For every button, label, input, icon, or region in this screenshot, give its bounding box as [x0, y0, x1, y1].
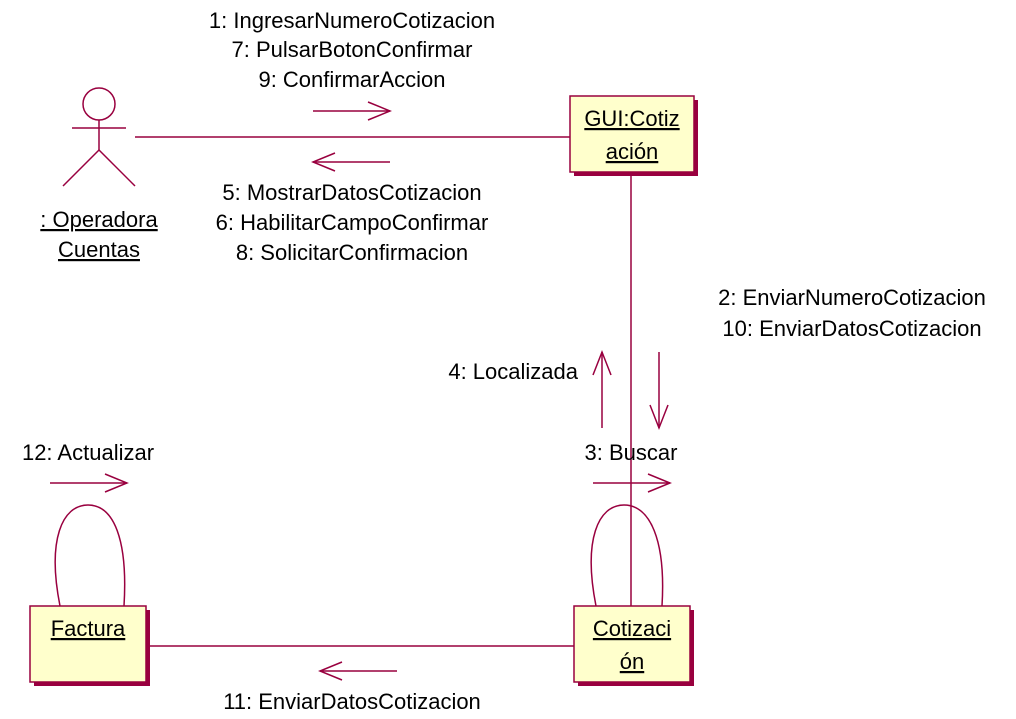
msg-2: 2: EnviarNumeroCotizacion — [718, 285, 986, 310]
arrow-gui-to-cotizacion — [649, 352, 669, 431]
factura-box — [29, 605, 147, 683]
arrow-actor-to-gui — [313, 101, 392, 121]
cotizacion-label-line2: ón — [620, 649, 644, 674]
arrow-cotizacion-self — [593, 473, 672, 493]
factura-self-loop — [54, 504, 126, 607]
actor-operadora[interactable] — [62, 87, 136, 187]
cotizacion-box — [573, 605, 691, 683]
arrow-cotizacion-to-gui — [592, 349, 612, 428]
object-factura[interactable]: Factura — [29, 605, 150, 686]
actor-left-leg — [62, 149, 100, 187]
msg-8: 8: SolicitarConfirmacion — [236, 240, 468, 265]
msg-10: 10: EnviarDatosCotizacion — [722, 316, 981, 341]
msg-5: 5: MostrarDatosCotizacion — [222, 180, 481, 205]
msg-11: 11: EnviarDatosCotizacion — [223, 689, 481, 714]
gui-box — [569, 95, 695, 173]
actor-name-line2: Cuentas — [58, 237, 140, 262]
arrow-factura-self — [50, 473, 129, 493]
arrow-cotizacion-to-factura — [318, 661, 397, 681]
gui-label-line2: ación — [606, 139, 659, 164]
msg-7: 7: PulsarBotonConfirmar — [232, 37, 473, 62]
msg-6: 6: HabilitarCampoConfirmar — [216, 210, 489, 235]
actor-name-line1: : Operadora — [40, 207, 158, 232]
msg-9: 9: ConfirmarAccion — [258, 67, 445, 92]
object-gui-cotizacion[interactable]: GUI:Cotiz ación — [569, 95, 698, 176]
msg-1: 1: IngresarNumeroCotizacion — [209, 8, 495, 33]
factura-label: Factura — [51, 616, 126, 641]
arrow-gui-to-actor — [311, 152, 390, 172]
gui-label-line1: GUI:Cotiz — [584, 106, 679, 131]
msg-4: 4: Localizada — [448, 359, 578, 384]
msg-12: 12: Actualizar — [22, 440, 154, 465]
actor-head — [82, 87, 116, 121]
object-cotizacion[interactable]: Cotizaci ón — [573, 605, 694, 686]
cotizacion-label-line1: Cotizaci — [593, 616, 671, 641]
msg-3: 3: Buscar — [585, 440, 678, 465]
cotizacion-self-loop — [590, 504, 664, 607]
actor-right-leg — [98, 149, 136, 187]
